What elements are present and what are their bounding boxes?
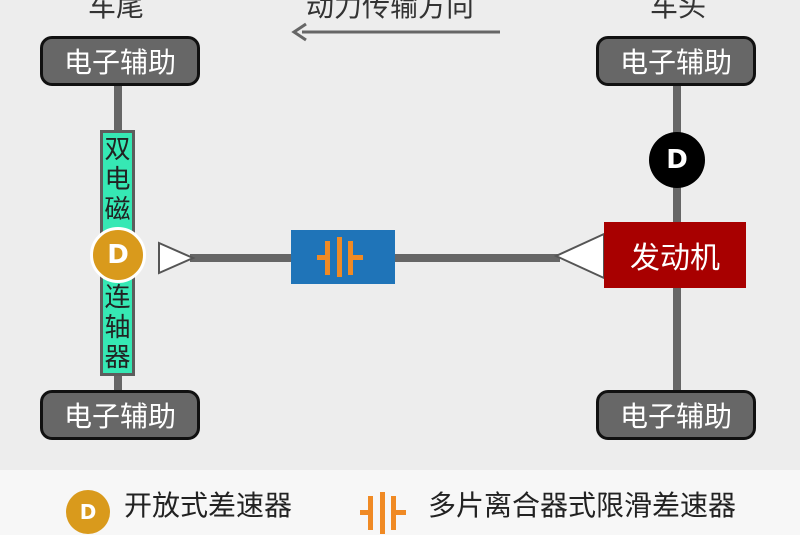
triangle-right-icon	[554, 232, 605, 280]
assist-box-rear-bottom: 电子辅助	[40, 390, 200, 440]
arrow-left-icon	[291, 22, 500, 42]
triangle-left-icon	[158, 241, 196, 275]
legend-open-diff-label: 开放式差速器	[124, 489, 293, 522]
legend-clutch-icon	[360, 492, 406, 534]
multi-plate-clutch-icon	[317, 237, 363, 277]
center-clutch-box	[291, 230, 395, 284]
coupler-lower-text: 连 轴 器	[104, 283, 131, 373]
rear-axle-shaft-bottom	[114, 372, 122, 392]
rear-label: 车尾	[88, 0, 145, 23]
assist-box-front-top: 电子辅助	[596, 36, 756, 86]
legend-clutch-label: 多片离合器式限滑差速器	[428, 489, 737, 522]
front-open-differential: D	[649, 132, 705, 188]
engine-box: 发动机	[604, 222, 746, 288]
rear-open-differential: D	[90, 227, 146, 283]
assist-box-front-bottom: 电子辅助	[596, 390, 756, 440]
legend-bar	[0, 470, 800, 535]
rear-axle-shaft-top	[114, 86, 122, 134]
front-label: 车头	[650, 0, 707, 23]
direction-label: 动力传输方向	[306, 0, 475, 23]
coupler-upper-text: 双 电 磁	[104, 135, 131, 225]
assist-box-rear-top: 电子辅助	[40, 36, 200, 86]
legend-open-diff-icon: D	[66, 490, 110, 534]
